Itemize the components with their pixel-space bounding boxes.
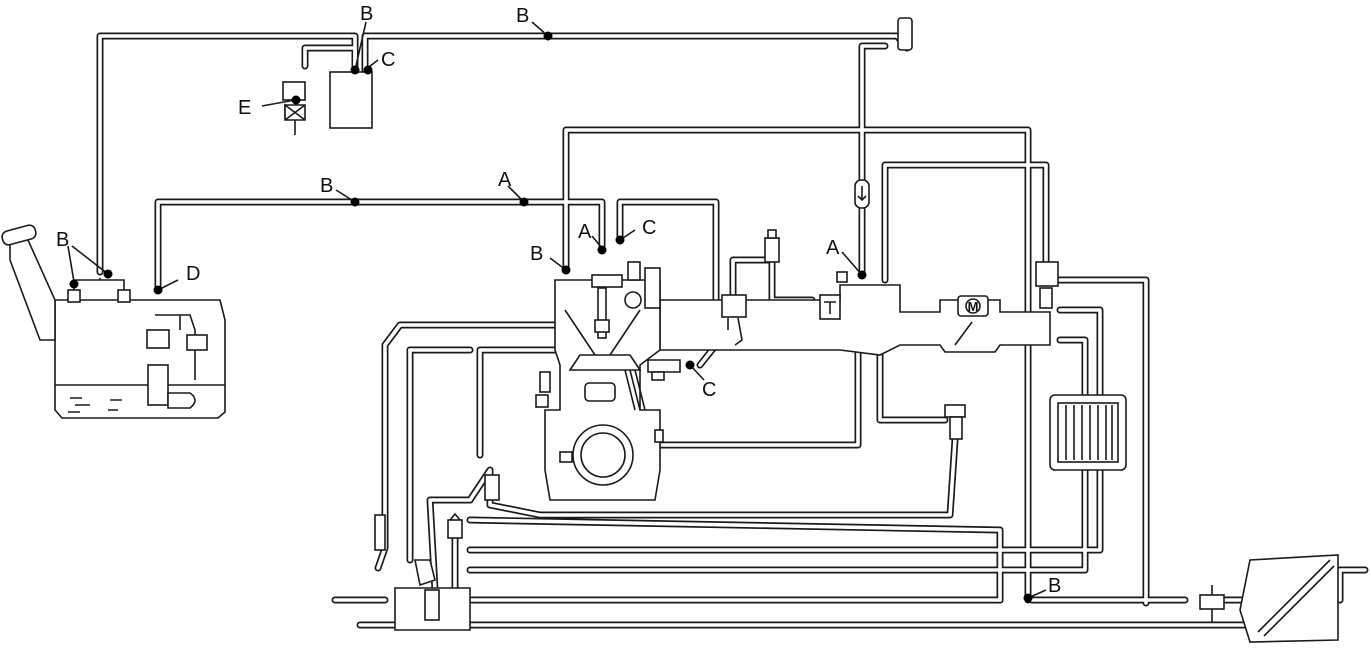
connection-point [597,245,607,255]
connection-point [615,235,625,245]
motor-symbol: M [968,299,979,314]
label-b-top-line: B [516,5,529,27]
connection-point [685,360,695,370]
connection-point [350,197,360,207]
label-c-engine-top: C [642,217,656,239]
label-a-left: A [578,221,592,243]
intake-manifold [659,284,1051,356]
label-e-valve: E [238,97,251,119]
label-b-mid-line: B [320,175,333,197]
label-a-mid: A [498,169,512,191]
label-b-bottom: B [1048,575,1061,597]
canister [282,71,373,135]
connection-point [543,31,553,41]
label-c-canister: C [381,49,395,71]
hose-lines [96,32,1369,629]
connection-point [291,95,301,105]
connection-point [519,197,529,207]
labels: B C E B B A A C B A C D B B [56,3,1061,597]
fuel-tank [1,224,226,419]
label-b-top: B [360,3,373,25]
connection-point [103,269,113,279]
label-c-engine-side: C [702,379,716,401]
connection-point [561,265,571,275]
connection-point [857,270,867,280]
connection-point [153,285,163,295]
engine-block [535,261,681,501]
label-a-right: A [826,237,840,259]
label-d-tank: D [186,263,200,285]
label-b-engine: B [530,243,543,265]
connection-points [69,31,1033,603]
label-b-tank: B [56,229,69,251]
connection-point [1023,593,1033,603]
connection-point [69,279,79,289]
connection-point [350,65,360,75]
connection-point [363,65,373,75]
components [374,17,1339,643]
